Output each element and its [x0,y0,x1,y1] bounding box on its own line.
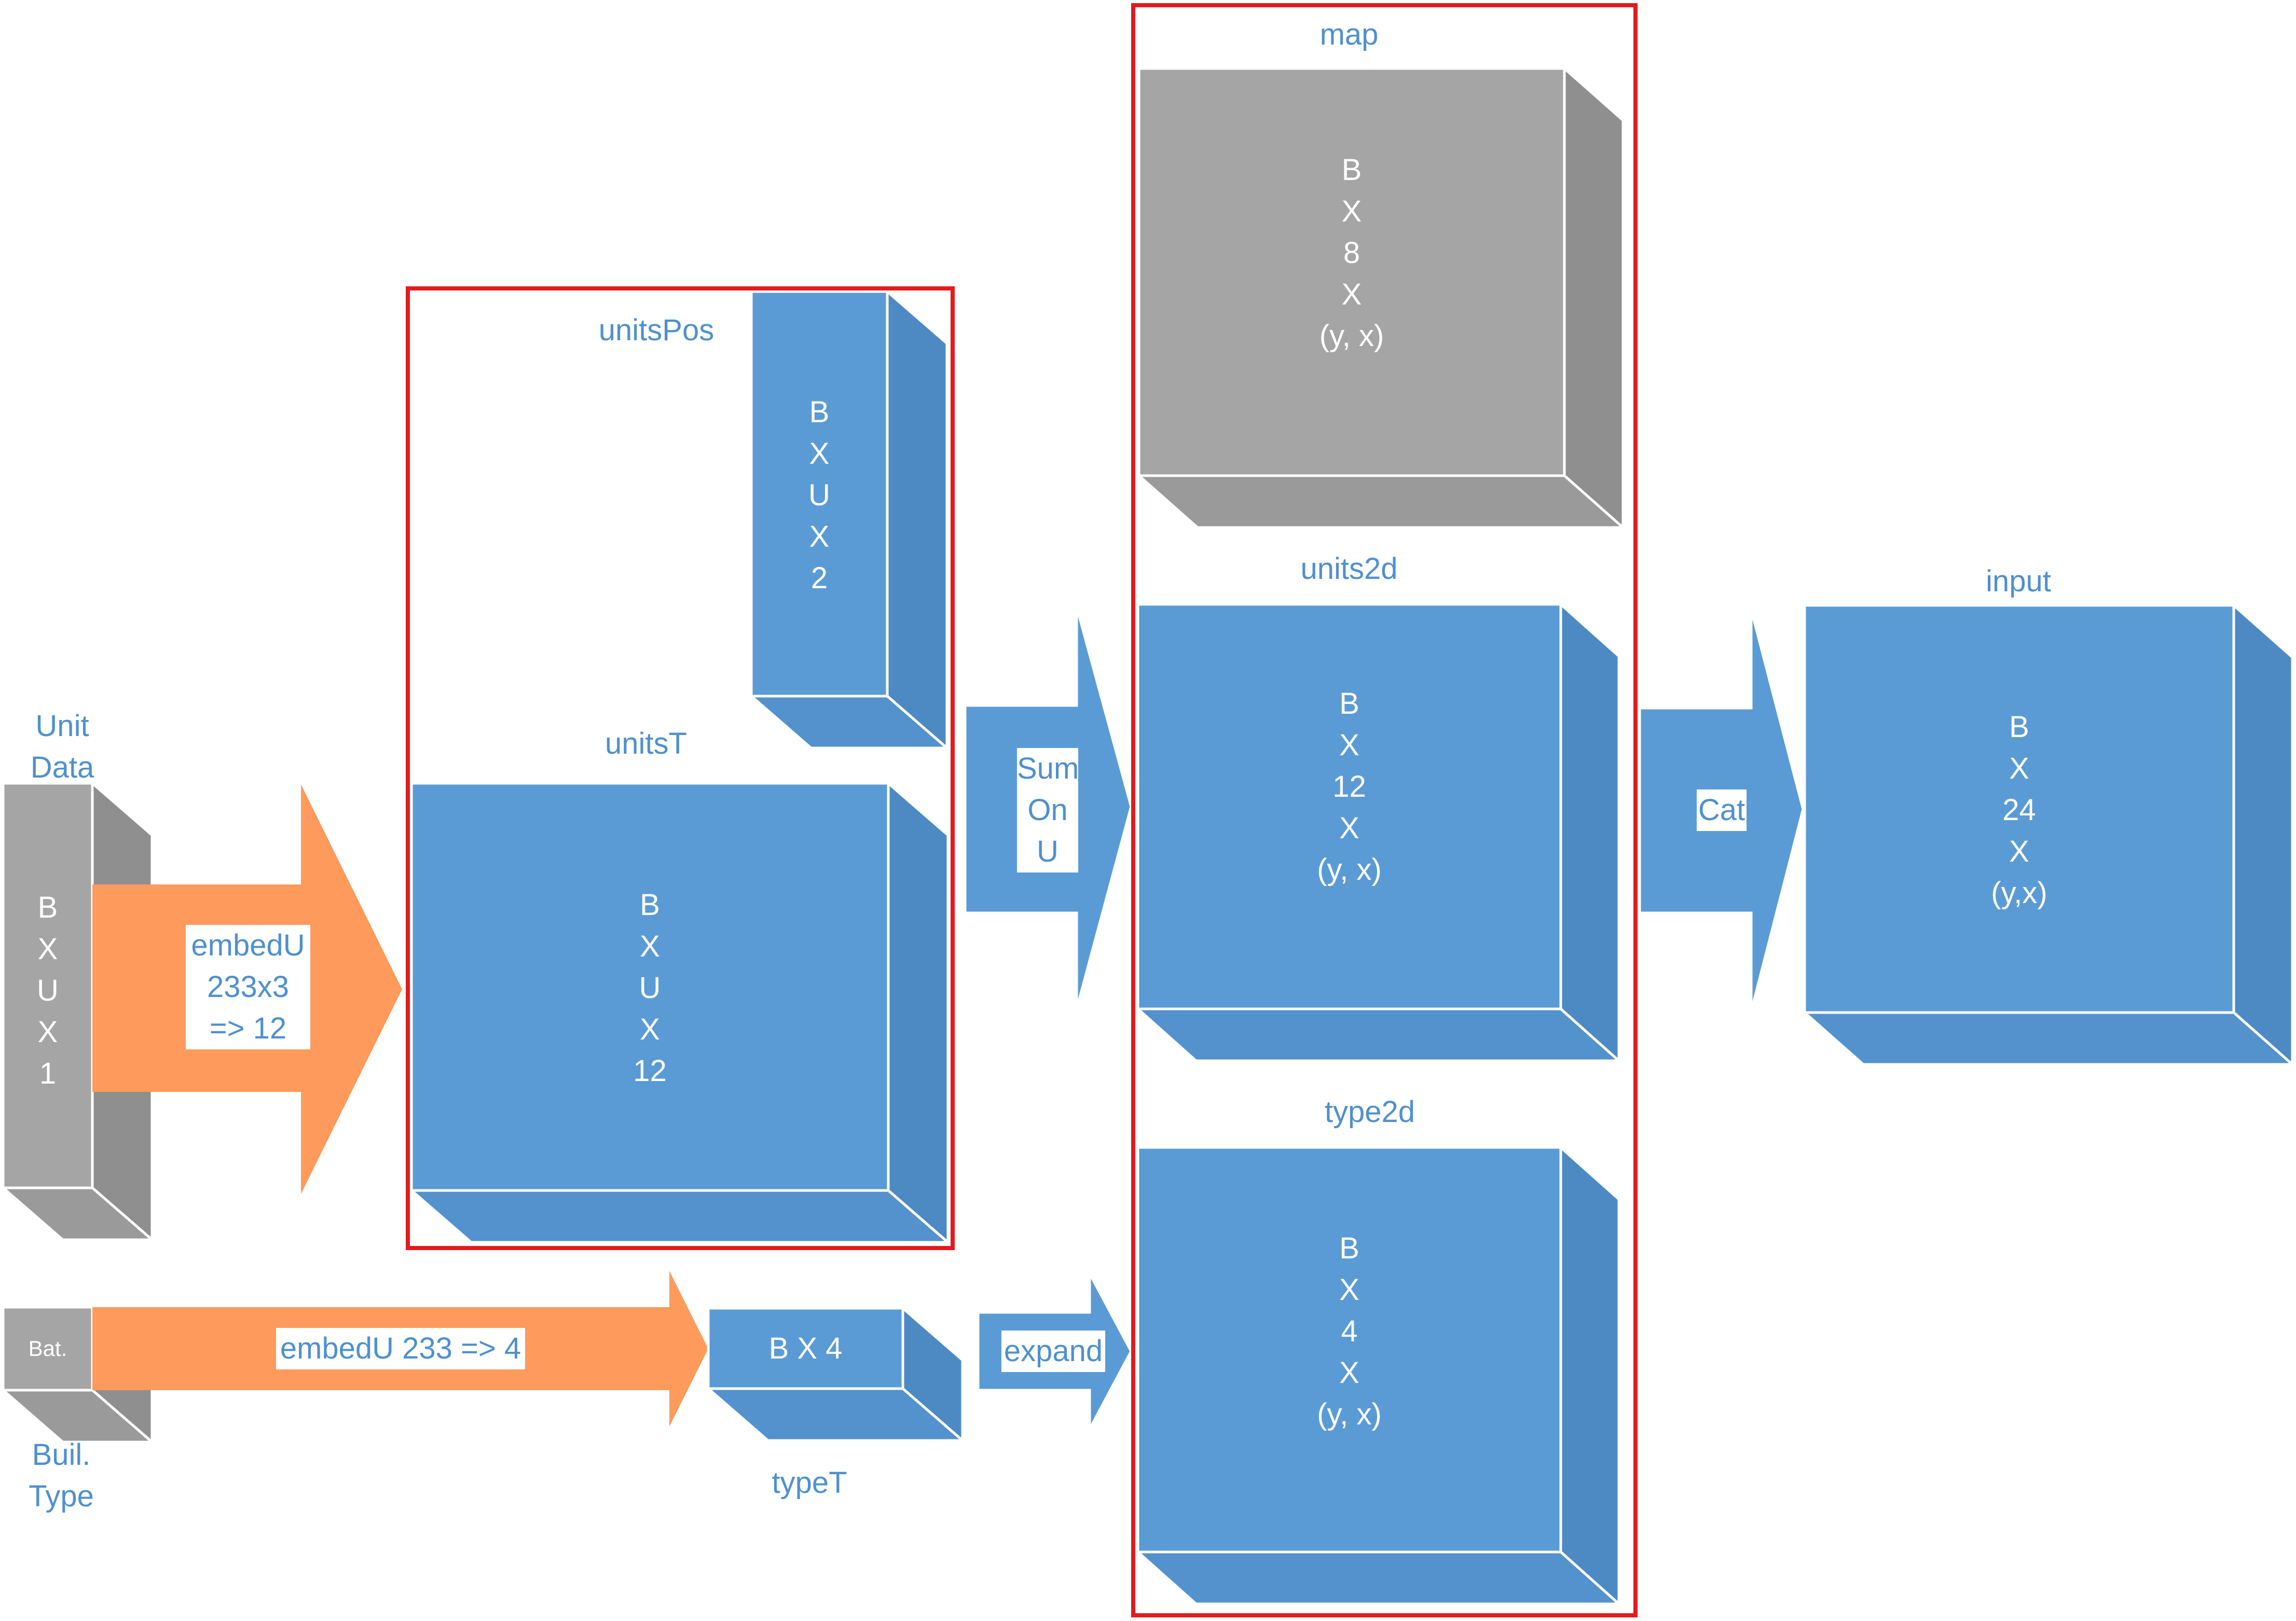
units-t-label: unitsT [605,727,687,760]
units-2d-dim: X [1339,811,1359,845]
input-dims: B X 24 X (y,x) [1805,706,2234,914]
input-block [1801,602,2296,1068]
build-type-label-line-2: Type [29,1479,94,1513]
units-2d-dim: X [1339,728,1359,762]
units-pos-dims: B X U X 2 [751,392,887,599]
type-t-face-label: B X 4 [768,1332,843,1365]
input-dim: B [2009,710,2029,744]
embed-type-label: embedU 233 => 4 [276,1328,525,1369]
embed-units-label: embedU 233x3 => 12 [186,925,310,1049]
units-2d-dim: 12 [1332,770,1366,803]
map-dim: B [1341,153,1362,187]
units-t-dim: 12 [633,1054,667,1088]
build-type-label: Buil. Type [9,1434,113,1517]
unit-data-dim: B [37,891,58,924]
units-pos-label: unitsPos [598,313,714,347]
input-dim: X [2009,835,2029,868]
units-2d-dim: B [1339,687,1359,721]
build-type-label-line-1: Buil. [32,1438,91,1472]
type-t-block [705,1305,966,1444]
map-block [1135,65,1627,531]
input-dim: (y,x) [1991,876,2047,910]
map-dim: X [1341,195,1362,228]
sum-on-u-label-line: U [1037,835,1058,868]
sum-on-u-label: Sum On U [1017,748,1079,872]
expand-label: expand [1001,1331,1105,1372]
unit-data-dim: X [37,1015,58,1049]
unit-data-label-line-2: Data [30,751,94,784]
map-label: map [1319,18,1379,51]
type-2d-dims: B X 4 X (y, x) [1138,1228,1561,1435]
units-2d-dim: (y, x) [1317,853,1382,886]
type-2d-label: type2d [1324,1095,1415,1129]
map-dims: B X 8 X (y, x) [1139,149,1564,357]
type-2d-dim: X [1339,1273,1359,1307]
map-dim: X [1341,278,1362,311]
type-2d-dim: B [1339,1231,1359,1265]
type-2d-dim: (y, x) [1317,1397,1382,1431]
type-2d-dim: X [1339,1356,1359,1390]
embed-units-label-line: 233x3 [207,970,290,1004]
units-pos-dim: B [809,395,830,429]
units-2d-label: units2d [1300,552,1398,586]
units-2d-dims: B X 12 X (y, x) [1138,683,1561,891]
unit-data-dim: U [37,974,59,1007]
units-t-dims: B X U X 12 [411,884,888,1092]
units-red-frame [406,286,955,1250]
units-pos-dim: X [809,437,830,470]
type-2d-block [1134,1144,1623,1607]
sum-on-u-label-line: On [1027,793,1068,827]
units-pos-block [748,288,951,751]
input-dim: 24 [2002,793,2036,827]
units-t-block [408,780,952,1245]
units-2d-block [1134,601,1623,1064]
type-2d-dim: 4 [1341,1314,1358,1348]
planes-red-frame [1131,3,1638,1617]
unit-data-dim: X [37,932,58,966]
unit-data-label-line-1: Unit [35,709,89,743]
unit-data-dim: 1 [39,1057,57,1090]
unit-data-label: Unit Data [10,705,114,788]
units-t-dim: X [640,930,660,963]
cat-label: Cat [1697,789,1747,831]
units-t-dim: B [640,888,660,922]
embed-units-label-line: => 12 [209,1012,287,1045]
input-label: input [1986,564,2051,598]
units-t-dim: U [639,971,661,1005]
map-dim: (y, x) [1319,319,1384,353]
units-pos-dim: X [809,520,830,553]
build-type-face-label: Bat. [28,1336,67,1361]
type-t-label: typeT [772,1466,847,1500]
input-dim: X [2009,752,2029,785]
embed-units-label-line: embedU [191,929,305,962]
units-pos-dim: U [808,478,830,512]
unit-data-dims: B X U X 1 [3,887,92,1094]
units-t-dim: X [640,1013,660,1046]
sum-on-u-label-line: Sum [1017,752,1079,785]
map-dim: 8 [1343,236,1360,270]
units-pos-dim: 2 [810,561,828,595]
